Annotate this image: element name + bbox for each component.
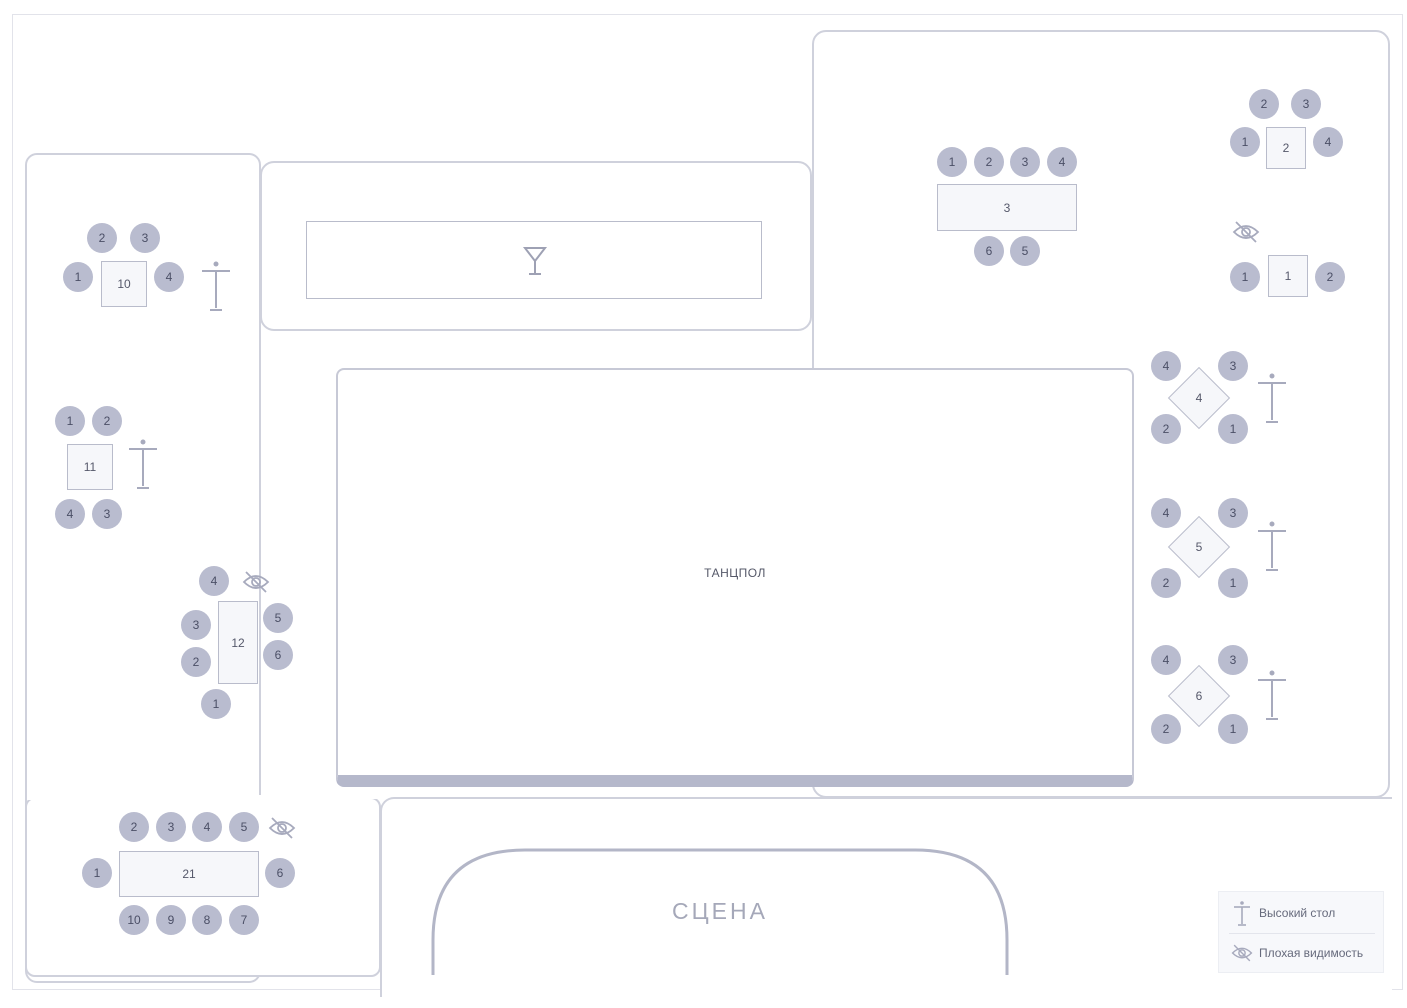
seat[interactable]: 2 <box>87 223 117 253</box>
seat[interactable]: 1 <box>82 858 112 888</box>
seat[interactable]: 9 <box>156 905 186 935</box>
seat[interactable]: 6 <box>265 858 295 888</box>
table-2[interactable]: 2 <box>1266 127 1306 169</box>
seat[interactable]: 3 <box>156 812 186 842</box>
table-label: 3 <box>1003 200 1011 215</box>
table-21[interactable]: 21 <box>119 851 259 897</box>
table-label: 2 <box>1282 141 1290 155</box>
seat[interactable]: 3 <box>1218 498 1248 528</box>
seat[interactable]: 2 <box>1315 262 1345 292</box>
table-12[interactable]: 12 <box>218 601 258 684</box>
table-label: 12 <box>231 635 245 650</box>
seat[interactable]: 8 <box>192 905 222 935</box>
seat[interactable]: 3 <box>1218 645 1248 675</box>
seat[interactable]: 1 <box>1218 414 1248 444</box>
table-label: 10 <box>117 277 131 291</box>
stage-arc <box>431 848 1009 975</box>
high-table-icon <box>1258 521 1286 571</box>
high-table-icon <box>129 439 157 489</box>
seat[interactable]: 1 <box>1230 262 1260 292</box>
seat[interactable]: 6 <box>263 640 293 670</box>
table-label: 11 <box>83 460 97 474</box>
table-3[interactable]: 3 <box>937 184 1077 231</box>
seat[interactable]: 3 <box>181 610 211 640</box>
seat[interactable]: 2 <box>92 406 122 436</box>
table-label: 21 <box>182 867 196 881</box>
seat[interactable]: 10 <box>119 905 149 935</box>
seat[interactable]: 4 <box>1151 645 1181 675</box>
eye-off-icon <box>268 817 296 839</box>
seat[interactable]: 1 <box>1218 714 1248 744</box>
seat[interactable]: 4 <box>154 262 184 292</box>
seat[interactable]: 4 <box>1151 351 1181 381</box>
seat[interactable]: 3 <box>130 223 160 253</box>
seat[interactable]: 5 <box>229 812 259 842</box>
seat[interactable]: 1 <box>201 689 231 719</box>
seat[interactable]: 4 <box>199 566 229 596</box>
seat[interactable]: 5 <box>1010 236 1040 266</box>
table-10[interactable]: 10 <box>101 261 147 307</box>
zone-left-lower-cover <box>27 795 379 799</box>
high-table-icon <box>1258 373 1286 423</box>
seat[interactable]: 4 <box>192 812 222 842</box>
seat[interactable]: 2 <box>119 812 149 842</box>
seat[interactable]: 1 <box>1230 127 1260 157</box>
eye-off-icon <box>242 571 270 593</box>
seat[interactable]: 2 <box>974 147 1004 177</box>
seat[interactable]: 2 <box>1151 414 1181 444</box>
eye-off-icon <box>1231 944 1253 962</box>
seat[interactable]: 3 <box>92 499 122 529</box>
table-label: 4 <box>1195 391 1203 405</box>
cocktail-glass-icon <box>522 247 548 275</box>
high-table-icon <box>1234 901 1250 926</box>
dance-floor-label: ТАНЦПОЛ <box>704 565 766 580</box>
table-label: 5 <box>1195 540 1203 554</box>
seat[interactable]: 2 <box>1151 568 1181 598</box>
table-1[interactable]: 1 <box>1268 255 1308 297</box>
seat[interactable]: 4 <box>55 499 85 529</box>
seat[interactable]: 1 <box>937 147 967 177</box>
seat[interactable]: 1 <box>55 406 85 436</box>
legend-high-table-label: Высокий стол <box>1259 906 1336 920</box>
seat[interactable]: 2 <box>181 647 211 677</box>
seat[interactable]: 3 <box>1218 351 1248 381</box>
legend-divider <box>1229 933 1375 934</box>
seat[interactable]: 6 <box>974 236 1004 266</box>
eye-off-icon <box>1232 221 1260 243</box>
seat[interactable]: 5 <box>263 603 293 633</box>
seat[interactable]: 4 <box>1151 498 1181 528</box>
seat[interactable]: 4 <box>1313 127 1343 157</box>
seat[interactable]: 2 <box>1151 714 1181 744</box>
stage-label: СЦЕНА <box>672 898 768 924</box>
seat[interactable]: 3 <box>1010 147 1040 177</box>
seat[interactable]: 1 <box>1218 568 1248 598</box>
table-label: 1 <box>1284 269 1292 283</box>
seat[interactable]: 4 <box>1047 147 1077 177</box>
dance-floor: ТАНЦПОЛ <box>336 368 1134 787</box>
legend-poor-view-label: Плохая видимость <box>1259 946 1364 960</box>
seat[interactable]: 2 <box>1249 89 1279 119</box>
high-table-icon <box>1258 670 1286 720</box>
table-11[interactable]: 11 <box>67 444 113 490</box>
legend: Высокий стол Плохая видимость <box>1218 891 1384 973</box>
seat[interactable]: 7 <box>229 905 259 935</box>
seat[interactable]: 3 <box>1291 89 1321 119</box>
high-table-icon <box>202 261 230 311</box>
table-label: 6 <box>1195 689 1203 703</box>
seat[interactable]: 1 <box>63 262 93 292</box>
